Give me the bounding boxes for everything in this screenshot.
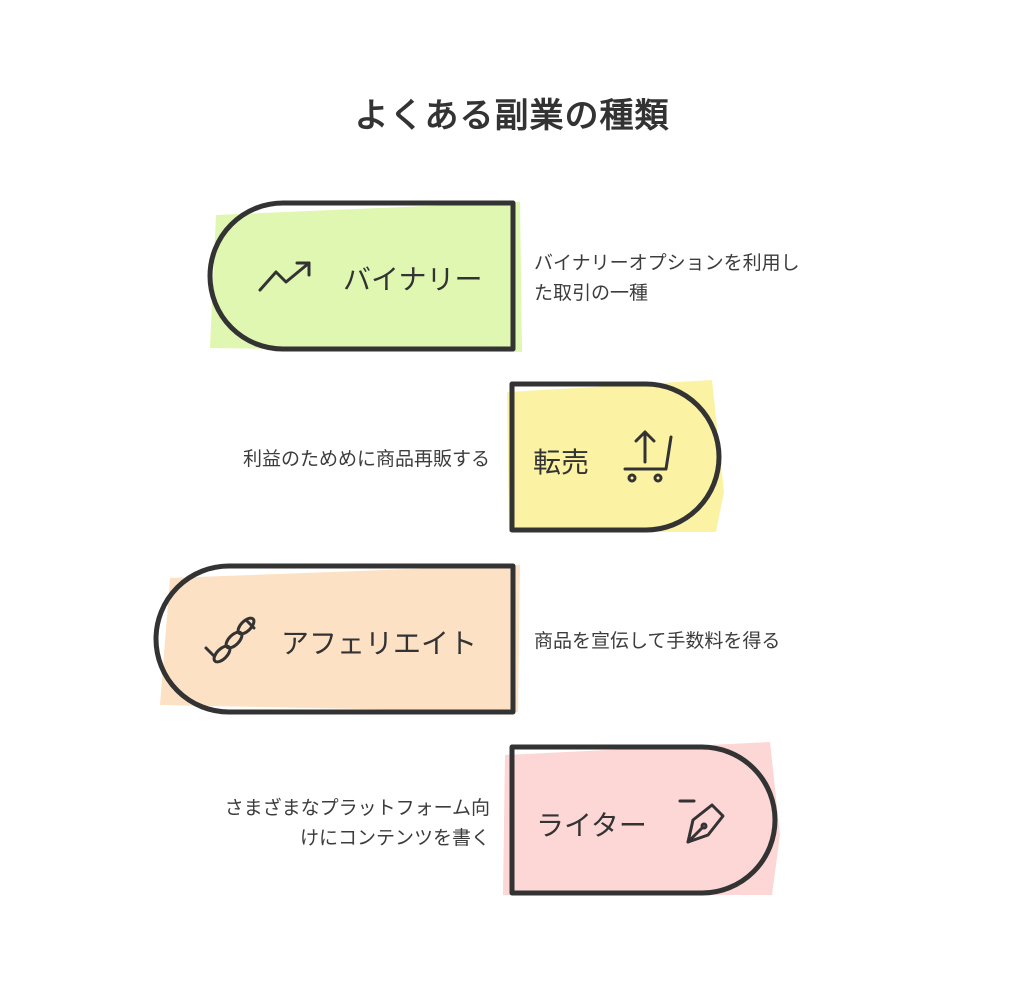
card-resale-outline <box>509 381 722 533</box>
card-writer-label: ライター <box>536 809 647 842</box>
diagram-title: よくある副業の種類 <box>354 96 670 136</box>
card-affiliate-label: アフェリエイト <box>281 627 478 660</box>
card-resale-label: 転売 <box>533 446 590 479</box>
card-binary-label: バイナリー <box>343 263 483 296</box>
description-line: 利益のためめに商品再販する <box>242 448 490 470</box>
pen-nib-icon <box>678 799 725 844</box>
card-writer-outline <box>509 744 778 896</box>
card-writer-description: さまざまなプラットフォーム向 けにコンテンツを書く <box>160 793 490 853</box>
description-line: バイナリーオプションを利用し <box>534 252 800 274</box>
card-binary-fill <box>210 202 522 352</box>
card-affiliate-outline <box>153 563 516 715</box>
description-line: た取引の一種 <box>534 282 649 304</box>
description-line: 商品を宣伝して手数料を得る <box>534 630 781 652</box>
card-affiliate-description: 商品を宣伝して手数料を得る <box>534 626 864 656</box>
chain-link-icon <box>204 616 256 664</box>
card-affiliate <box>153 563 520 715</box>
card-resale <box>507 380 724 533</box>
cart-arrow-up-icon <box>623 430 673 483</box>
trending-up-icon <box>258 261 311 292</box>
card-binary <box>207 200 522 352</box>
card-writer-fill <box>503 742 780 895</box>
card-resale-fill <box>507 380 724 532</box>
card-resale-description: 利益のためめに商品再販する <box>160 444 490 474</box>
description-line: さまざまなプラットフォーム向 <box>224 797 490 819</box>
card-binary-outline <box>207 200 516 352</box>
description-line: けにコンテンツを書く <box>299 827 490 849</box>
card-binary-description: バイナリーオプションを利用し た取引の一種 <box>534 248 864 308</box>
card-affiliate-fill <box>160 565 520 712</box>
card-writer <box>503 742 780 896</box>
